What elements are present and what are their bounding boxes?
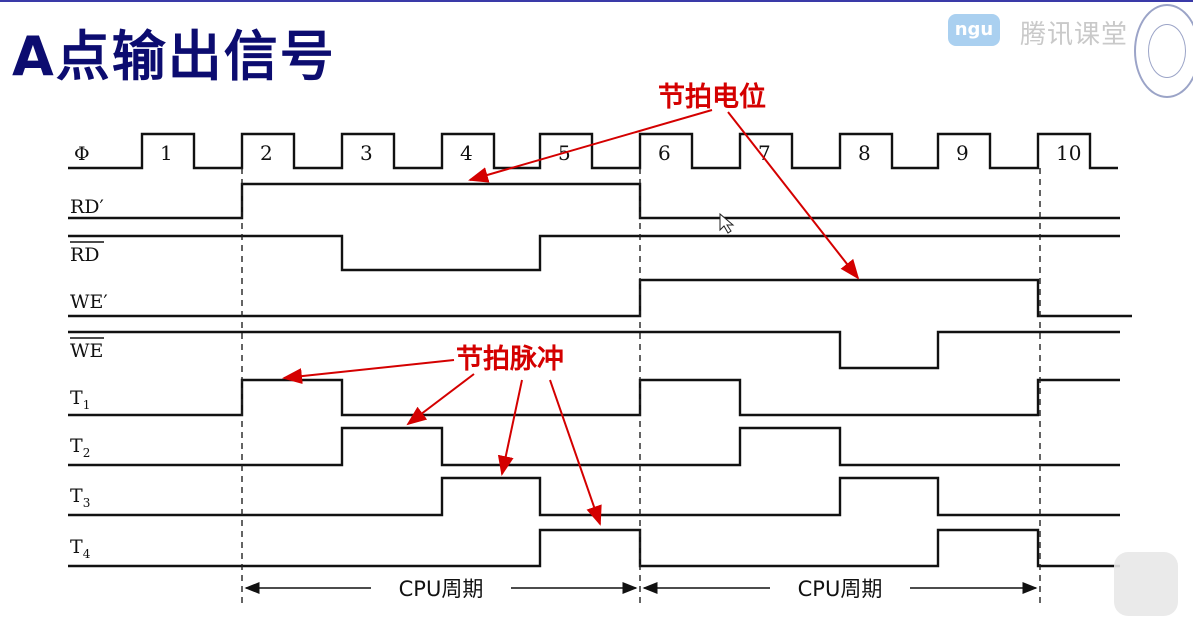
beat-number-1: 1 — [160, 141, 173, 165]
annotation-pulse-arrow-1 — [282, 359, 455, 385]
beat-number-8: 8 — [858, 141, 871, 165]
annotation-pulse-arrow-4 — [549, 379, 602, 526]
annotation-level-arrow-2 — [727, 111, 860, 280]
beat-number-9: 9 — [956, 141, 969, 165]
university-seal-icon — [1134, 4, 1193, 98]
annotation-level-arrow-1 — [468, 109, 713, 183]
waveform-t2 — [68, 426, 1120, 467]
annotation-pulse-arrow-3 — [497, 379, 523, 476]
beat-number-4: 4 — [460, 141, 473, 165]
watermark-text: 腾讯课堂 — [1020, 20, 1129, 50]
watermark-logo-icon: ngu — [948, 14, 1000, 46]
waveform-rd_prime — [68, 182, 1120, 220]
beat-number-7: 7 — [758, 141, 771, 165]
clock-waveform — [68, 132, 1118, 170]
signal-label-t3: T3 — [70, 485, 90, 510]
beat-number-2: 2 — [260, 141, 273, 165]
waveform-t3 — [68, 476, 1120, 517]
beat-number-10: 10 — [1056, 141, 1081, 165]
beat-number-6: 6 — [658, 141, 671, 165]
signal-label-t1: T1 — [70, 387, 90, 412]
annotation-level: 节拍电位 — [658, 81, 766, 113]
signal-label-rd_bar: RD — [70, 244, 100, 266]
waveform-rd_bar — [68, 234, 1120, 272]
waveform-t4 — [68, 528, 1120, 568]
player-button-icon[interactable] — [1114, 552, 1178, 616]
clock-label: Φ — [74, 143, 90, 165]
slide-title: A点输出信号 — [12, 25, 336, 88]
signal-label-t4: T4 — [70, 536, 91, 561]
signal-label-we_prime: WE′ — [70, 291, 108, 313]
waveform-we_bar — [68, 330, 1120, 370]
annotation-pulse-arrow-2 — [406, 373, 475, 426]
waveform-t1 — [68, 378, 1120, 417]
beat-number-3: 3 — [360, 141, 373, 165]
annotation-pulse: 节拍脉冲 — [456, 344, 564, 375]
tencent-classroom-watermark: ngu 腾讯课堂 — [948, 8, 1128, 52]
top-rule — [0, 0, 1193, 2]
signal-label-t2: T2 — [70, 435, 90, 460]
waveform-we_prime — [68, 278, 1132, 318]
signal-label-we_bar: WE — [70, 340, 103, 362]
mouse-cursor-icon — [719, 212, 735, 234]
period-label-0: CPU周期 — [399, 577, 484, 601]
signal-label-rd_prime: RD′ — [70, 196, 104, 218]
period-label-1: CPU周期 — [798, 577, 883, 601]
